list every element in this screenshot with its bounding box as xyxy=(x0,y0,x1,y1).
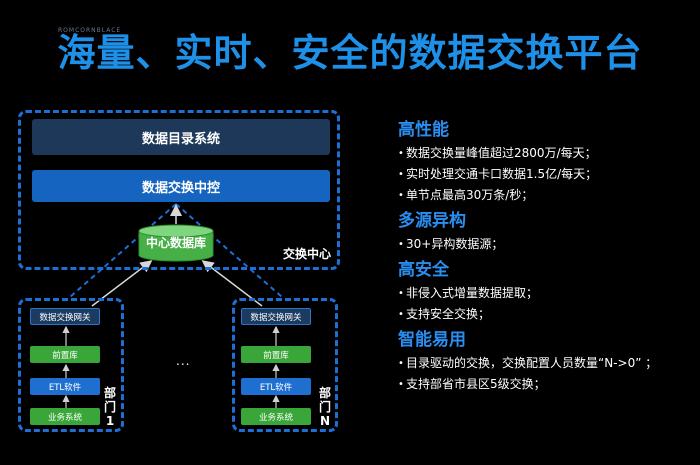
feature-item: 30+异构数据源； xyxy=(398,234,698,255)
dept1-etl: ETL软件 xyxy=(30,378,100,395)
deptN-gateway: 数据交换网关 xyxy=(241,308,311,325)
feature-item: 非侵入式增量数据提取； xyxy=(398,283,698,304)
feature-title-performance: 高性能 xyxy=(398,120,449,140)
feature-title-security: 高安全 xyxy=(398,260,449,280)
feature-item: 数据交换量峰值超过2800万/每天； xyxy=(398,143,698,164)
data-exchange-control: 数据交换中控 xyxy=(32,170,330,202)
data-catalog-system: 数据目录系统 xyxy=(32,119,330,155)
deptN-business-system: 业务系统 xyxy=(241,408,311,425)
deptN-front-db: 前置库 xyxy=(241,346,311,363)
feature-item: 支持安全交换； xyxy=(398,304,698,325)
page-title: 海量、实时、安全的数据交换平台 xyxy=(57,31,643,75)
feature-title-heterogeneous: 多源异构 xyxy=(398,211,466,231)
dept1-front-db: 前置库 xyxy=(30,346,100,363)
exchange-center-label: 交换中心 xyxy=(283,247,332,261)
dept1-gateway: 数据交换网关 xyxy=(30,308,100,325)
dashed-link-left xyxy=(69,203,177,298)
exchange-center-frame xyxy=(18,110,340,270)
feature-item: 支持部省市县区5级交换； xyxy=(398,374,698,395)
database-cylinder-icon xyxy=(138,224,214,262)
deptN-etl: ETL软件 xyxy=(241,378,311,395)
feature-item: 实时处理交通卡口数据1.5亿/每天； xyxy=(398,164,698,185)
department-n-frame xyxy=(232,298,338,432)
dashed-link-right xyxy=(175,203,283,298)
central-database: 中心数据库 xyxy=(137,224,215,262)
feature-item: 单节点最高30万条/秒； xyxy=(398,185,698,206)
feature-title-usability: 智能易用 xyxy=(398,330,466,350)
department-1-frame xyxy=(18,298,124,432)
feature-item: 目录驱动的交换，交换配置人员数量“N->0” ； xyxy=(398,353,698,374)
feature-list: 高性能 数据交换量峰值超过2800万/每天； 实时处理交通卡口数据1.5亿/每天… xyxy=(398,118,698,395)
dept1-business-system: 业务系统 xyxy=(30,408,100,425)
brand-watermark: ROMCORNBLACE xyxy=(58,27,122,34)
ellipsis: ... xyxy=(176,354,191,368)
central-database-label: 中心数据库 xyxy=(145,236,206,250)
